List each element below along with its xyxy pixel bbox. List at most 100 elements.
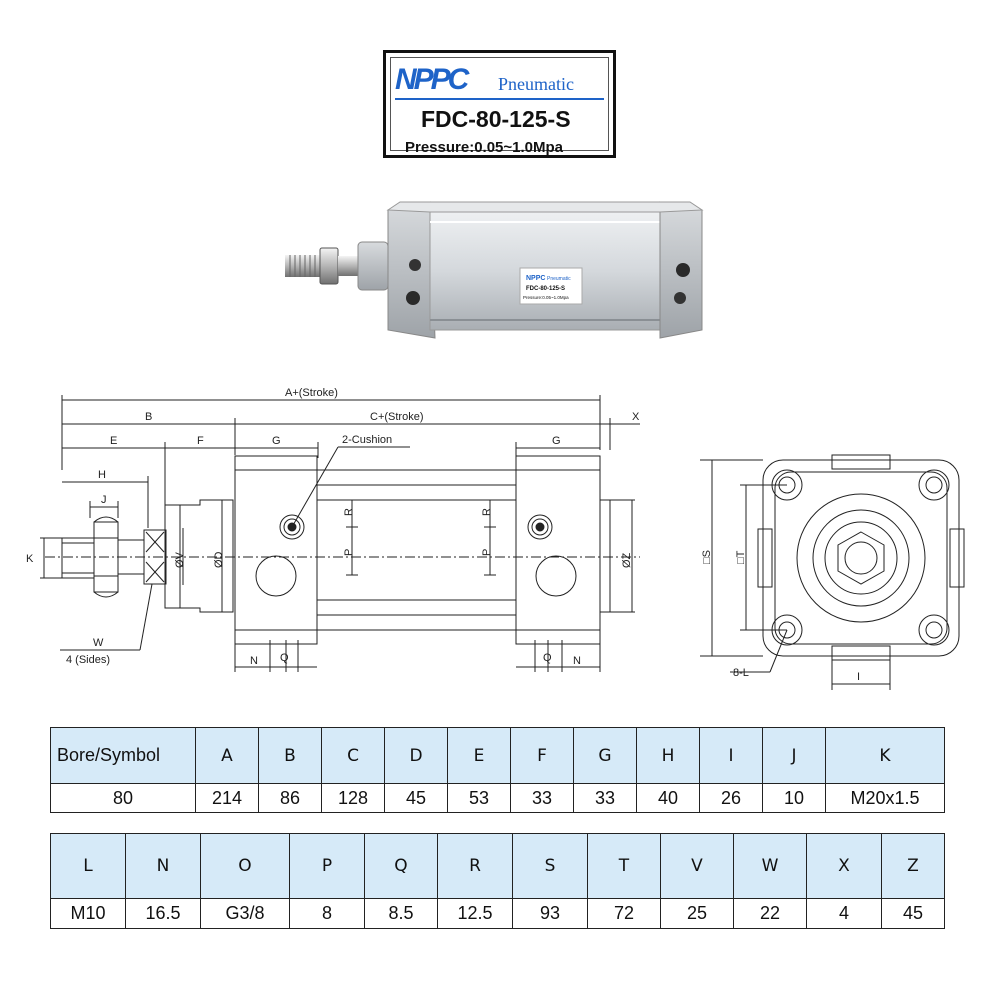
spec-table-1: Bore/Symbol A B C D E F G H I J K 80 214… bbox=[50, 727, 945, 813]
header-b: B bbox=[258, 727, 322, 784]
value-d: 45 bbox=[384, 783, 448, 813]
dim-a-label: A+(Stroke) bbox=[285, 387, 338, 399]
dim-k-label: K bbox=[26, 553, 34, 565]
dim-q-left-label: Q bbox=[280, 652, 289, 664]
dim-d-label: ØD bbox=[213, 551, 225, 568]
front-end-cap bbox=[387, 201, 436, 339]
header-o: O bbox=[200, 833, 290, 899]
header-i: I bbox=[699, 727, 763, 784]
dim-b-label: B bbox=[145, 411, 152, 423]
value-r: 12.5 bbox=[437, 898, 513, 929]
header-h: H bbox=[636, 727, 700, 784]
spec-table-2-value-row: M10 16.5 G3/8 8 8.5 12.5 93 72 25 22 4 4… bbox=[50, 898, 945, 929]
dim-n-right-label: N bbox=[573, 655, 581, 667]
value-p: 8 bbox=[289, 898, 365, 929]
value-l: M10 bbox=[50, 898, 126, 929]
header-r: R bbox=[437, 833, 513, 899]
value-a: 214 bbox=[195, 783, 259, 813]
value-v: 25 bbox=[660, 898, 734, 929]
header-f: F bbox=[510, 727, 574, 784]
rear-mount-hole bbox=[676, 263, 690, 277]
value-z: 45 bbox=[881, 898, 945, 929]
barrel-label bbox=[519, 267, 583, 305]
header-v: V bbox=[660, 833, 734, 899]
value-q: 8.5 bbox=[364, 898, 438, 929]
header-c: C bbox=[321, 727, 385, 784]
header-l: L bbox=[50, 833, 126, 899]
piston-rod bbox=[338, 256, 360, 276]
dim-x-label: X bbox=[632, 411, 640, 423]
value-s: 93 bbox=[512, 898, 588, 929]
header-n: N bbox=[125, 833, 201, 899]
value-k: M20x1.5 bbox=[825, 783, 945, 813]
spec-table-1-header-row: Bore/Symbol A B C D E F G H I J K bbox=[50, 727, 945, 784]
value-t: 72 bbox=[587, 898, 661, 929]
value-x: 4 bbox=[806, 898, 882, 929]
dim-g-left-label: G bbox=[272, 435, 281, 447]
header-j: J bbox=[762, 727, 826, 784]
spec-table-2-header-row: L N O P Q R S T V W X Z bbox=[50, 833, 945, 899]
value-bore: 80 bbox=[50, 783, 196, 813]
svg-text:Pneumatic: Pneumatic bbox=[547, 276, 571, 282]
header-q: Q bbox=[364, 833, 438, 899]
brand-subtitle: Pneumatic bbox=[498, 74, 574, 94]
value-w: 22 bbox=[733, 898, 807, 929]
dim-v-label: ØV bbox=[174, 551, 186, 568]
value-c: 128 bbox=[321, 783, 385, 813]
dim-s-label: □S bbox=[701, 550, 713, 564]
dim-n-left-label: N bbox=[250, 655, 258, 667]
header-t: T bbox=[587, 833, 661, 899]
dim-r-right-label: R bbox=[481, 508, 493, 516]
dim-j-label: J bbox=[101, 494, 107, 506]
value-o: G3/8 bbox=[200, 898, 290, 929]
front-port bbox=[409, 259, 421, 271]
svg-text:NPPC: NPPC bbox=[526, 275, 545, 282]
dim-h-label: H bbox=[98, 469, 106, 481]
rear-port bbox=[674, 292, 686, 304]
header-g: G bbox=[573, 727, 637, 784]
rod-nut bbox=[319, 247, 339, 285]
dim-z-label: ØZ bbox=[621, 552, 633, 568]
dim-t-label: □T bbox=[735, 550, 747, 564]
product-label: NPPC Pneumatic FDC-80-125-S Pressure:0.0… bbox=[383, 50, 616, 158]
header-s: S bbox=[512, 833, 588, 899]
header-z: Z bbox=[881, 833, 945, 899]
brand-logo: NPPC bbox=[395, 63, 469, 96]
spec-table-1-value-row: 80 214 86 128 45 53 33 33 40 26 10 M20x1… bbox=[50, 783, 945, 813]
dim-g-right-label: G bbox=[552, 435, 561, 447]
value-n: 16.5 bbox=[125, 898, 201, 929]
pressure-rating: Pressure:0.05~1.0Mpa bbox=[405, 139, 564, 156]
dim-c-label: C+(Stroke) bbox=[370, 411, 424, 423]
value-e: 53 bbox=[447, 783, 511, 813]
header-e: E bbox=[447, 727, 511, 784]
dim-e-label: E bbox=[110, 435, 117, 447]
dim-w-label: W bbox=[93, 637, 104, 649]
product-label-frame: NPPC Pneumatic FDC-80-125-S Pressure:0.0… bbox=[390, 57, 609, 156]
dimension-drawing: A+(Stroke) B C+(Stroke) X E F G G 2-Cush… bbox=[26, 387, 965, 690]
dim-w-sides-label: 4 (Sides) bbox=[66, 654, 110, 666]
header-k: K bbox=[825, 727, 945, 784]
cylinder-photo: NPPC Pneumatic FDC-80-125-S Pressure:0.0… bbox=[285, 201, 704, 339]
value-j: 10 bbox=[762, 783, 826, 813]
value-i: 26 bbox=[699, 783, 763, 813]
dim-f-label: F bbox=[197, 435, 204, 447]
dim-p-right-label: P bbox=[481, 549, 493, 556]
dim-i-label: I bbox=[857, 671, 860, 683]
model-number: FDC-80-125-S bbox=[421, 106, 571, 132]
header-d: D bbox=[384, 727, 448, 784]
dim-q-right-label: Q bbox=[543, 652, 552, 664]
front-boss bbox=[357, 241, 389, 291]
svg-text:Pressure:0.05~1.0Mpa: Pressure:0.05~1.0Mpa bbox=[523, 295, 569, 300]
front-mount-hole bbox=[406, 291, 420, 305]
header-p: P bbox=[289, 833, 365, 899]
svg-text:FDC-80-125-S: FDC-80-125-S bbox=[526, 286, 565, 292]
header-bore-symbol: Bore/Symbol bbox=[50, 727, 196, 784]
dim-l-label: 8-L bbox=[733, 667, 749, 679]
header-x: X bbox=[806, 833, 882, 899]
value-f: 33 bbox=[510, 783, 574, 813]
header-a: A bbox=[195, 727, 259, 784]
dim-r-left-label: R bbox=[343, 508, 355, 516]
value-g: 33 bbox=[573, 783, 637, 813]
dim-p-left-label: P bbox=[343, 549, 355, 556]
value-b: 86 bbox=[258, 783, 322, 813]
